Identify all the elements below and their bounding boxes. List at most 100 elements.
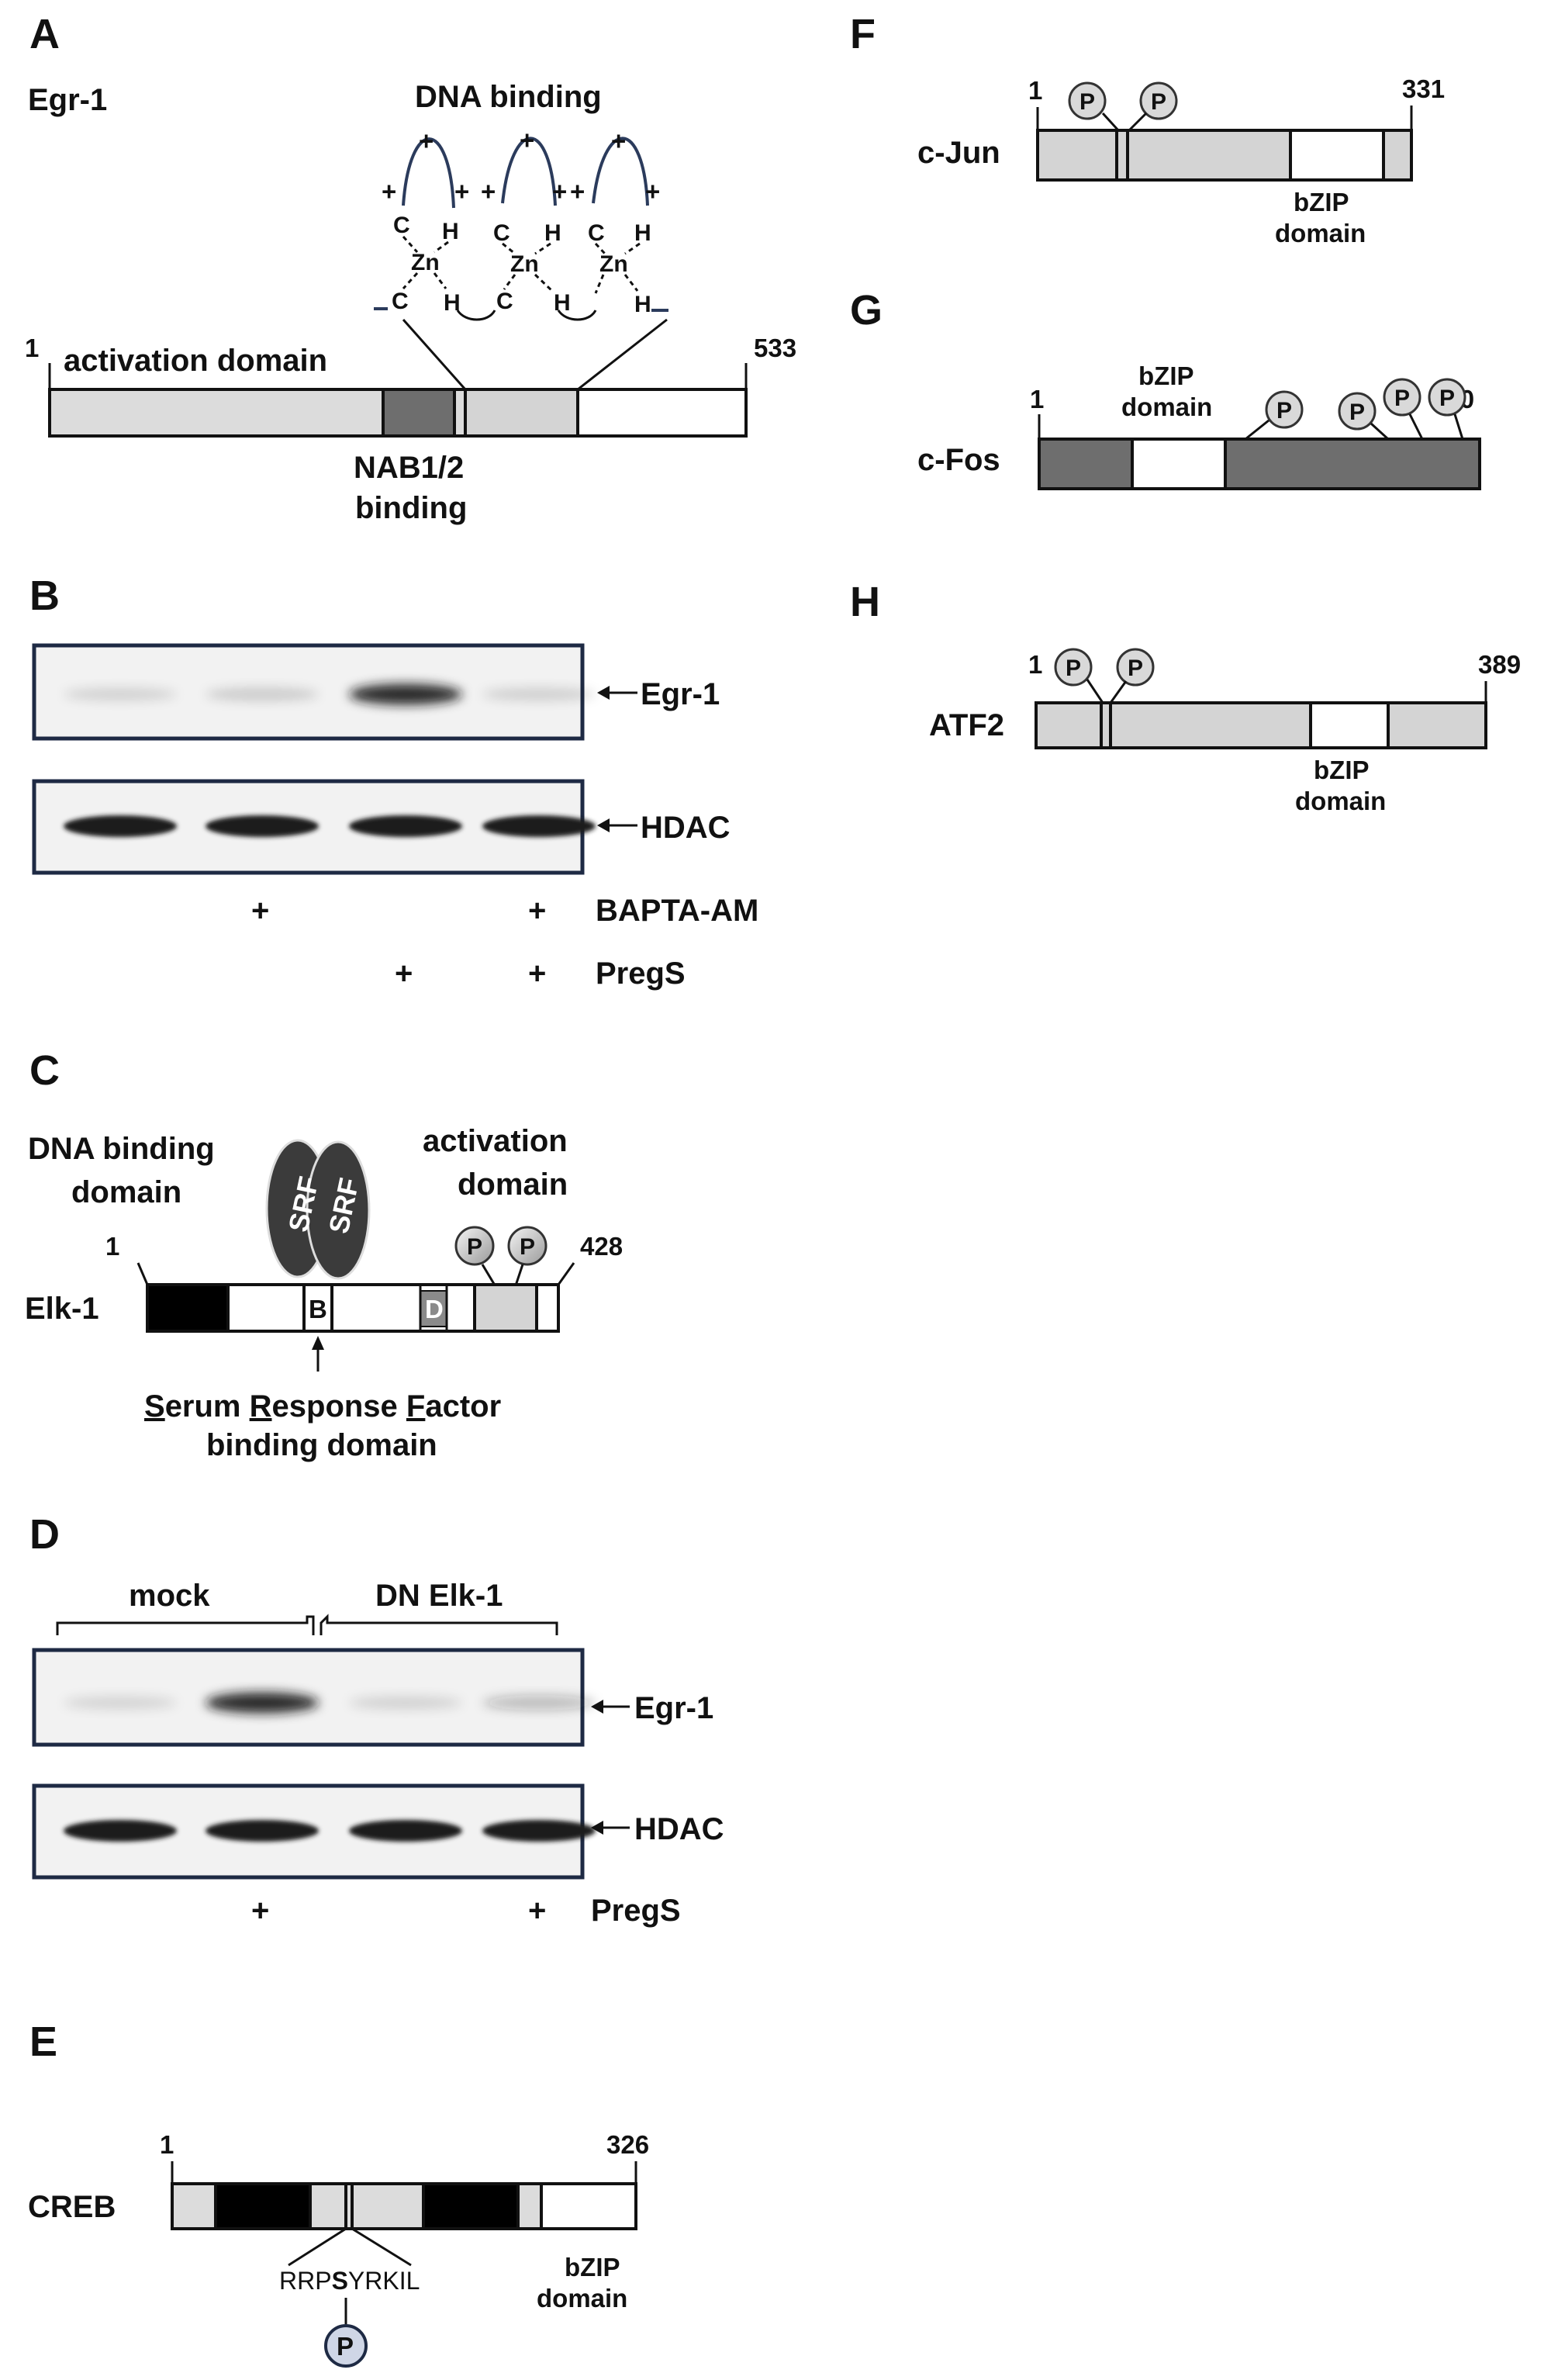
plus-sign: + bbox=[520, 126, 534, 154]
his-label: H bbox=[554, 290, 571, 316]
phospho-region bbox=[1115, 129, 1129, 182]
panel-d: D mock DN Elk-1 Egr-1 HDAC ++ PregS bbox=[29, 1511, 724, 1928]
srf-acronym-f: F bbox=[406, 1389, 425, 1424]
start-label: 1 bbox=[1028, 650, 1042, 679]
phospho-label: P bbox=[1079, 89, 1095, 115]
left-arrow-icon bbox=[591, 1700, 630, 1714]
cys-label: C bbox=[393, 213, 410, 238]
hdac-band bbox=[64, 815, 177, 837]
dna-binding-line2: domain bbox=[71, 1175, 181, 1209]
cfos-protein-bar bbox=[1038, 438, 1481, 490]
srf-acronym-r: R bbox=[250, 1389, 272, 1424]
start-label: 1 bbox=[105, 1232, 119, 1261]
bracket-mock bbox=[56, 1615, 315, 1635]
panel-letter-g: G bbox=[850, 287, 883, 334]
hdac-band bbox=[206, 1820, 319, 1842]
left-arrow-icon bbox=[597, 818, 637, 832]
bzip-label-line2: domain bbox=[1295, 787, 1386, 815]
group-label-mock: mock bbox=[129, 1579, 210, 1613]
cjun-protein-bar bbox=[1036, 129, 1413, 182]
band-label-egr1: Egr-1 bbox=[641, 677, 720, 711]
treatment-label-bapta: BAPTA-AM bbox=[596, 894, 758, 928]
plus-sign: + bbox=[481, 177, 496, 206]
phospho-region bbox=[1100, 701, 1112, 749]
linker bbox=[456, 310, 496, 321]
egr1-title: Egr-1 bbox=[28, 83, 107, 117]
atf2-title: ATF2 bbox=[929, 708, 1004, 742]
activation-line2: domain bbox=[458, 1168, 568, 1202]
phospho-label: P bbox=[1151, 89, 1166, 115]
band-label-hdac: HDAC bbox=[641, 811, 731, 845]
hdac-band bbox=[64, 1820, 177, 1842]
phospho-label: P bbox=[1128, 656, 1143, 681]
pregs-plus-signs: ++ bbox=[251, 1894, 546, 1928]
end-label: 326 bbox=[606, 2130, 649, 2159]
group-label-dn-elk1: DN Elk-1 bbox=[375, 1579, 503, 1613]
phosphorylation-icon bbox=[324, 2324, 368, 2368]
phosphorylation-icon bbox=[454, 1226, 495, 1266]
cjun-title: c-Jun bbox=[917, 136, 1000, 170]
bzip-region bbox=[1309, 701, 1390, 749]
zoom-line bbox=[288, 2227, 347, 2267]
srf-binding-domain-line2: binding domain bbox=[206, 1428, 437, 1462]
atf2-phospho-sites: P P bbox=[1054, 648, 1155, 704]
bzip-label-line1: bZIP bbox=[1294, 188, 1349, 216]
cys-label: C bbox=[496, 289, 513, 314]
end-label: 428 bbox=[580, 1232, 623, 1261]
pregs-plus-signs: ++ bbox=[395, 956, 546, 991]
dna-binding-label: DNA binding bbox=[415, 80, 602, 114]
srf-word-rest: erum bbox=[165, 1389, 250, 1424]
creb-sequence: RRPSYRKIL bbox=[279, 2267, 420, 2295]
bzip-label-line2: domain bbox=[537, 2284, 627, 2313]
dna-binding-region bbox=[464, 388, 579, 438]
zinc-finger-loop bbox=[592, 137, 649, 206]
phospho-label: P bbox=[337, 2332, 354, 2361]
panel-letter-b: B bbox=[29, 573, 60, 619]
sequence-prefix: RRP bbox=[279, 2267, 332, 2295]
cys-label: C bbox=[392, 289, 409, 314]
plus-sign: + bbox=[395, 956, 413, 991]
up-arrow-icon bbox=[312, 1336, 324, 1372]
start-label: 1 bbox=[1028, 76, 1042, 105]
plus-sign: + bbox=[251, 894, 269, 928]
hdac-band bbox=[482, 815, 596, 837]
end-label: 331 bbox=[1402, 74, 1445, 103]
creb-protein-bar bbox=[171, 2182, 637, 2230]
b-box-label: B bbox=[309, 1295, 327, 1323]
panel-letter-c: C bbox=[29, 1047, 60, 1094]
zinc-label: Zn bbox=[510, 251, 539, 277]
panel-g: G bZIP domain 1 380 c-Fos P P P P bbox=[850, 287, 1481, 490]
cys-label: C bbox=[493, 220, 510, 246]
bzip-region bbox=[1131, 438, 1227, 490]
phosphorylation-icon bbox=[1338, 392, 1377, 431]
egr1-band bbox=[482, 687, 596, 702]
hdac-bands bbox=[64, 815, 596, 837]
hdac-band bbox=[349, 1820, 462, 1842]
plus-sign: + bbox=[419, 126, 434, 155]
zinc-finger-loop bbox=[501, 137, 557, 206]
start-tick bbox=[136, 1262, 149, 1285]
zinc-finger-3: + + + C H Zn H bbox=[570, 126, 660, 317]
his-label: H bbox=[444, 290, 461, 316]
ets-dna-binding-domain bbox=[146, 1283, 230, 1333]
his-label: H bbox=[544, 220, 561, 246]
plus-sign: + bbox=[251, 1894, 269, 1928]
bzip-region bbox=[1289, 129, 1385, 182]
panel-letter-f: F bbox=[850, 11, 876, 57]
phospho-label: P bbox=[1439, 386, 1455, 411]
phospho-label: P bbox=[1276, 398, 1292, 424]
bapta-plus-signs: ++ bbox=[251, 894, 546, 928]
cys-label: C bbox=[588, 220, 605, 246]
plus-sign: + bbox=[552, 177, 567, 206]
dna-binding-line1: DNA binding bbox=[28, 1132, 215, 1166]
panel-letter-h: H bbox=[850, 579, 880, 625]
phosphorylation-icon bbox=[507, 1226, 548, 1266]
plus-sign: + bbox=[528, 894, 546, 928]
creb-title: CREB bbox=[28, 2190, 116, 2224]
srf-dimer: SRF SRF bbox=[265, 1139, 371, 1280]
plus-sign: + bbox=[570, 177, 585, 206]
panel-letter-e: E bbox=[29, 2019, 57, 2065]
treatment-label-pregs: PregS bbox=[596, 956, 686, 991]
start-label: 1 bbox=[25, 334, 39, 362]
